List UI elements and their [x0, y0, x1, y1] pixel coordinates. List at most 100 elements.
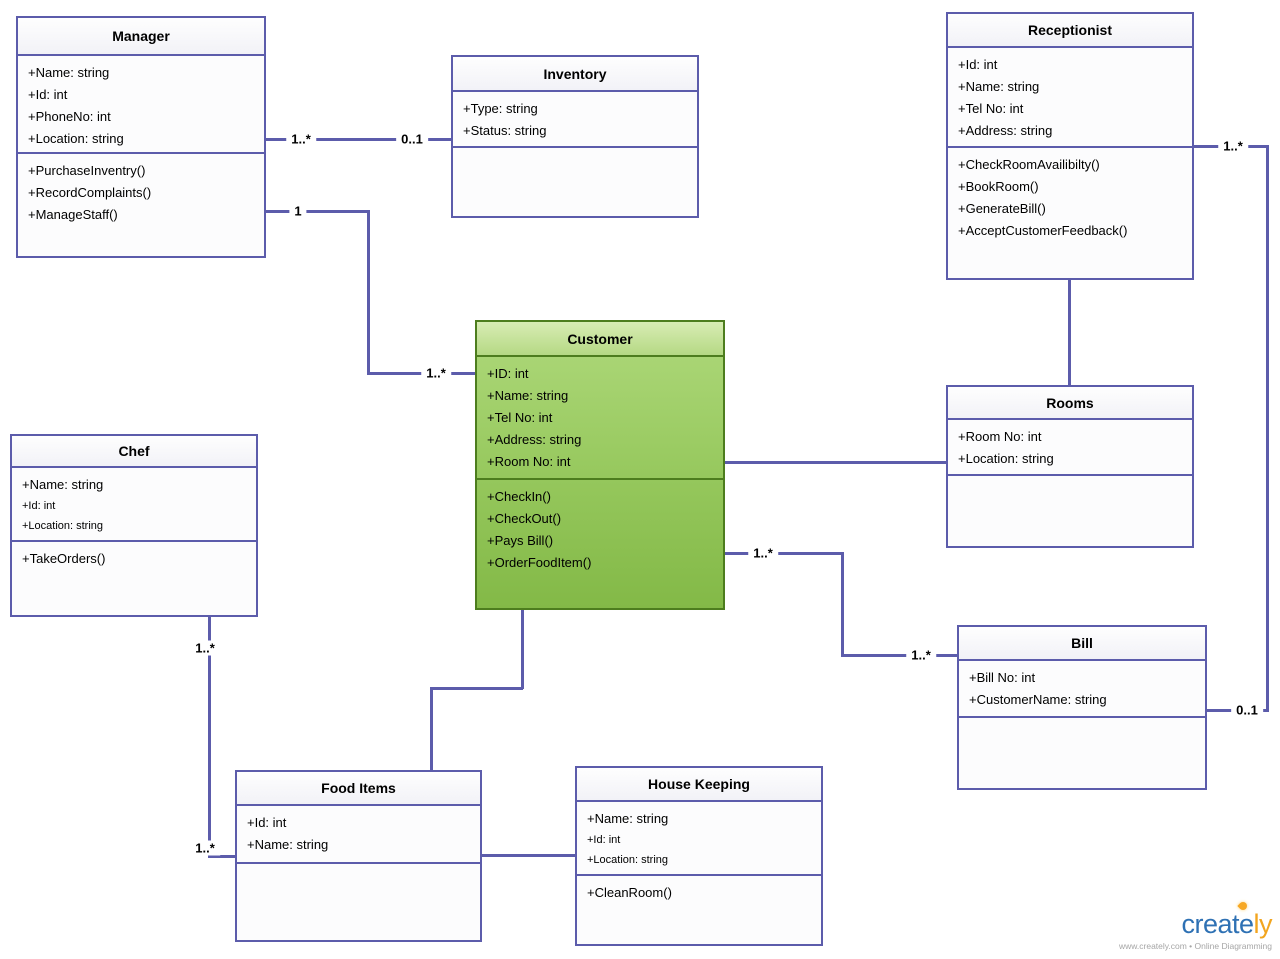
method: +OrderFoodItem() [487, 555, 592, 570]
class-title: Manager [18, 18, 264, 56]
multiplicity-label[interactable]: 0..1 [1231, 702, 1263, 718]
method: +AcceptCustomerFeedback() [958, 223, 1128, 238]
multiplicity-label[interactable]: 1..* [190, 640, 220, 656]
attribute: +Location: string [22, 520, 104, 532]
attribute: +Address: string [958, 123, 1053, 138]
attributes-compartment: +Name: string +Id: int +Location: string [577, 802, 821, 876]
class-title: Bill [959, 627, 1205, 661]
class-inventory[interactable]: Inventory +Type: string +Status: string [451, 55, 699, 218]
method: +CheckRoomAvailibilty() [958, 157, 1100, 172]
attribute: +Location: string [28, 131, 124, 146]
class-title: Customer [477, 322, 723, 357]
connector-segment[interactable] [482, 854, 575, 857]
attribute: +Tel No: int [487, 410, 553, 425]
methods-compartment: +CheckIn() +CheckOut() +Pays Bill() +Ord… [477, 480, 723, 608]
attribute: +Id: int [22, 500, 56, 512]
methods-compartment [959, 718, 1205, 788]
attributes-compartment: +Room No: int +Location: string [948, 420, 1192, 476]
attribute: +Name: string [28, 65, 110, 80]
attributes-compartment: +Id: int +Name: string [237, 806, 480, 864]
class-chef[interactable]: Chef +Name: string +Id: int +Location: s… [10, 434, 258, 617]
multiplicity-label[interactable]: 1..* [190, 840, 220, 856]
attribute: +Name: string [247, 837, 329, 852]
attribute: +Tel No: int [958, 101, 1024, 116]
connector-segment[interactable] [841, 654, 957, 657]
connector-segment[interactable] [266, 138, 451, 141]
class-title: Food Items [237, 772, 480, 806]
attribute: +Name: string [587, 811, 669, 826]
attribute: +Id: int [28, 87, 68, 102]
attribute: +Name: string [22, 477, 104, 492]
multiplicity-label[interactable]: 1..* [748, 545, 778, 561]
attribute: +Name: string [958, 79, 1040, 94]
methods-compartment: +CheckRoomAvailibilty() +BookRoom() +Gen… [948, 148, 1192, 278]
class-title: Chef [12, 436, 256, 468]
class-title: House Keeping [577, 768, 821, 802]
methods-compartment: +TakeOrders() [12, 542, 256, 615]
multiplicity-label[interactable]: 1..* [286, 131, 316, 147]
attributes-compartment: +Bill No: int +CustomerName: string [959, 661, 1205, 718]
class-receptionist[interactable]: Receptionist +Id: int +Name: string +Tel… [946, 12, 1194, 280]
connector-segment[interactable] [521, 610, 524, 689]
attribute: +Room No: int [487, 454, 571, 469]
class-fooditems[interactable]: Food Items +Id: int +Name: string [235, 770, 482, 942]
class-rooms[interactable]: Rooms +Room No: int +Location: string [946, 385, 1194, 548]
attributes-compartment: +Name: string +Id: int +Location: string [12, 468, 256, 542]
connector-segment[interactable] [367, 210, 370, 374]
method: +CleanRoom() [587, 885, 672, 900]
connector-segment[interactable] [430, 687, 433, 770]
connector-segment[interactable] [266, 210, 369, 213]
connector-segment[interactable] [1266, 145, 1269, 711]
connector-segment[interactable] [1068, 280, 1071, 385]
class-title: Inventory [453, 57, 697, 92]
method: +TakeOrders() [22, 551, 106, 566]
methods-compartment: +PurchaseInventry() +RecordComplaints() … [18, 154, 264, 256]
class-housekeeping[interactable]: House Keeping +Name: string +Id: int +Lo… [575, 766, 823, 946]
connector-segment[interactable] [430, 687, 523, 690]
connector-segment[interactable] [841, 552, 844, 656]
connector-segment[interactable] [208, 855, 235, 858]
class-title: Rooms [948, 387, 1192, 420]
attribute: +Type: string [463, 101, 538, 116]
attribute: +Name: string [487, 388, 569, 403]
creately-logo[interactable]: creately www.creately.com • Online Diagr… [1118, 900, 1272, 951]
attributes-compartment: +Id: int +Name: string +Tel No: int +Add… [948, 48, 1192, 148]
method: +PurchaseInventry() [28, 163, 146, 178]
multiplicity-label[interactable]: 1..* [421, 365, 451, 381]
class-bill[interactable]: Bill +Bill No: int +CustomerName: string [957, 625, 1207, 790]
attribute: +ID: int [487, 366, 529, 381]
connector-segment[interactable] [725, 461, 946, 464]
attribute: +Bill No: int [969, 670, 1036, 685]
attribute: +PhoneNo: int [28, 109, 111, 124]
creately-tagline: www.creately.com • Online Diagramming [1118, 941, 1272, 951]
attribute: +Status: string [463, 123, 547, 138]
methods-compartment [948, 476, 1192, 546]
connector-segment[interactable] [208, 617, 211, 857]
methods-compartment [453, 148, 697, 216]
attributes-compartment: +Name: string +Id: int +PhoneNo: int +Lo… [18, 56, 264, 154]
attribute: +Id: int [247, 815, 287, 830]
attributes-compartment: +Type: string +Status: string [453, 92, 697, 148]
class-title: Receptionist [948, 14, 1192, 48]
multiplicity-label[interactable]: 1..* [906, 647, 936, 663]
method: +GenerateBill() [958, 201, 1046, 216]
class-customer[interactable]: Customer +ID: int +Name: string +Tel No:… [475, 320, 725, 610]
connector-segment[interactable] [725, 552, 843, 555]
class-manager[interactable]: Manager +Name: string +Id: int +PhoneNo:… [16, 16, 266, 258]
methods-compartment [237, 864, 480, 940]
attribute: +Room No: int [958, 429, 1042, 444]
creately-wordmark-create: create [1181, 909, 1254, 939]
connector-segment[interactable] [367, 372, 475, 375]
attribute: +Location: string [587, 854, 669, 866]
methods-compartment: +CleanRoom() [577, 876, 821, 944]
multiplicity-label[interactable]: 0..1 [396, 131, 428, 147]
method: +Pays Bill() [487, 533, 554, 548]
attribute: +Id: int [587, 834, 621, 846]
method: +CheckOut() [487, 511, 562, 526]
attributes-compartment: +ID: int +Name: string +Tel No: int +Add… [477, 357, 723, 480]
method: +CheckIn() [487, 489, 551, 504]
multiplicity-label[interactable]: 1 [289, 203, 307, 219]
method: +RecordComplaints() [28, 185, 152, 200]
attribute: +Location: string [958, 451, 1054, 466]
multiplicity-label[interactable]: 1..* [1218, 138, 1248, 154]
